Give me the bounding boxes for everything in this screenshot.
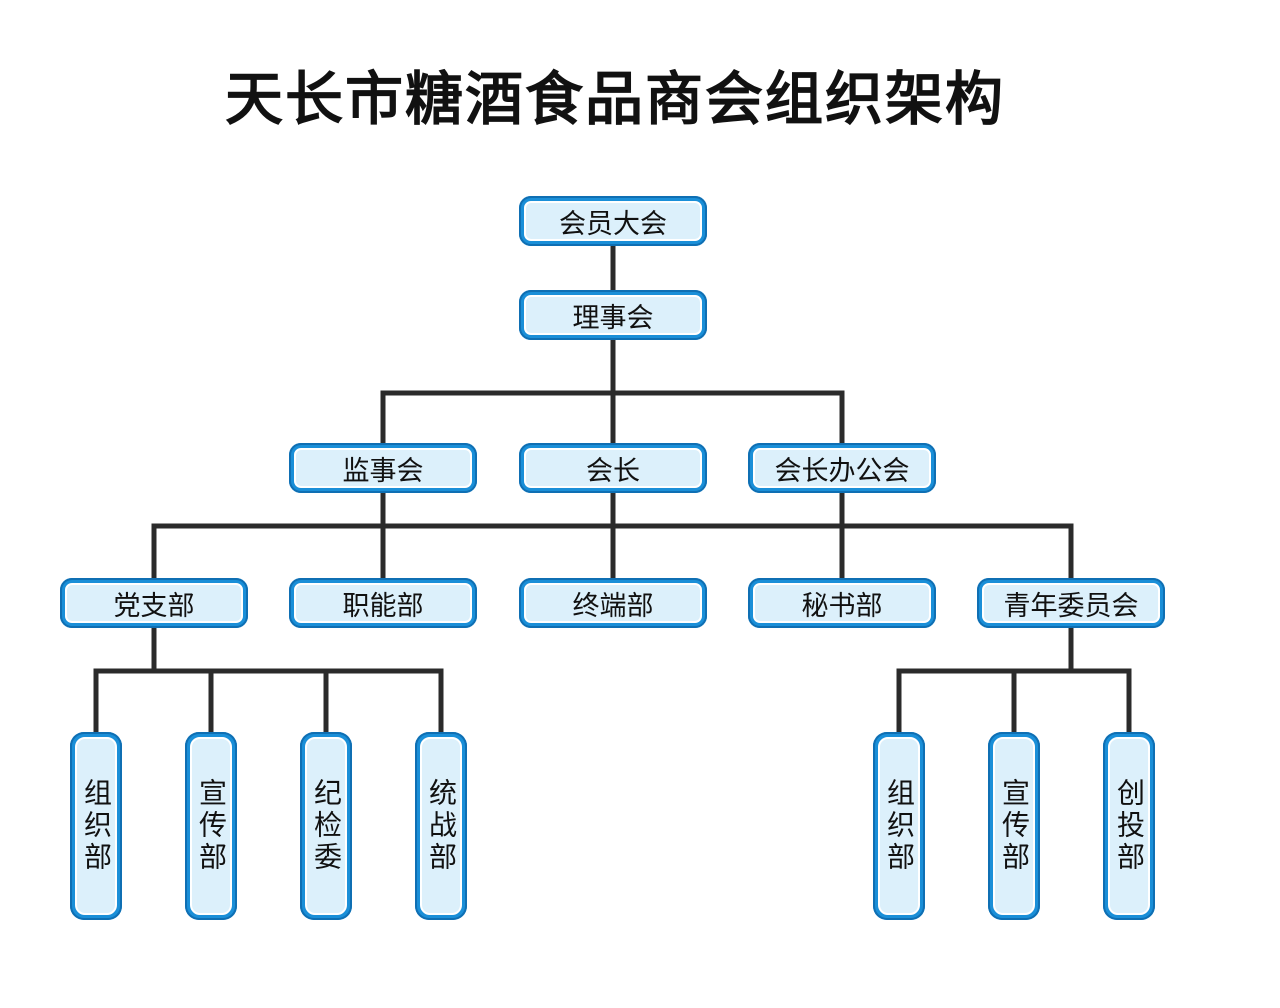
node-functional-dept: 职能部: [289, 578, 477, 628]
node-president-office: 会长办公会: [748, 443, 936, 493]
node-label: 纪检委: [305, 737, 347, 915]
node-party-branch: 党支部: [60, 578, 248, 628]
node-label: 青年委员会: [982, 583, 1160, 623]
node-label: 会长办公会: [753, 448, 931, 488]
node-label: 创投部: [1108, 737, 1150, 915]
node-venture-investment: 创投部: [1103, 732, 1155, 920]
node-youth-publicity: 宣传部: [988, 732, 1040, 920]
node-label: 理事会: [524, 295, 702, 335]
node-youth-committee: 青年委员会: [977, 578, 1165, 628]
node-party-publicity: 宣传部: [185, 732, 237, 920]
node-terminal-dept: 终端部: [519, 578, 707, 628]
node-label: 秘书部: [753, 583, 931, 623]
node-general-assembly: 会员大会: [519, 196, 707, 246]
node-label: 监事会: [294, 448, 472, 488]
node-secretariat: 秘书部: [748, 578, 936, 628]
node-label: 统战部: [420, 737, 462, 915]
node-label: 职能部: [294, 583, 472, 623]
node-youth-organization: 组织部: [873, 732, 925, 920]
node-president: 会长: [519, 443, 707, 493]
node-council: 理事会: [519, 290, 707, 340]
node-label: 宣传部: [993, 737, 1035, 915]
node-label: 会长: [524, 448, 702, 488]
chart-title: 天长市糖酒食品商会组织架构: [224, 65, 1005, 133]
node-party-organization: 组织部: [70, 732, 122, 920]
node-united-front: 统战部: [415, 732, 467, 920]
node-label: 会员大会: [524, 201, 702, 241]
node-label: 组织部: [75, 737, 117, 915]
node-discipline-committee: 纪检委: [300, 732, 352, 920]
node-supervisory-board: 监事会: [289, 443, 477, 493]
node-label: 宣传部: [190, 737, 232, 915]
node-label: 终端部: [524, 583, 702, 623]
node-label: 组织部: [878, 737, 920, 915]
node-label: 党支部: [65, 583, 243, 623]
